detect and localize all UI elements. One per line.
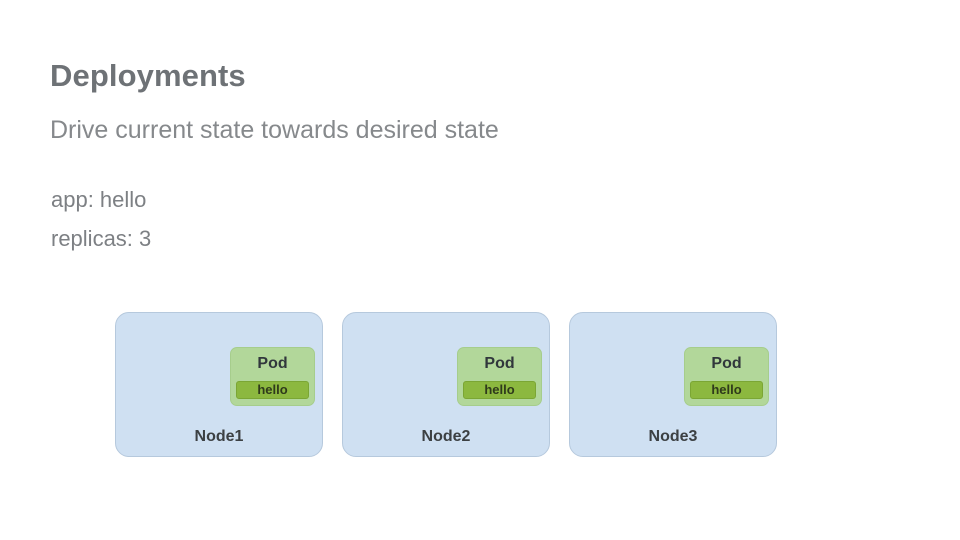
node-box-2: Pod hello Node2 <box>342 312 550 457</box>
page-title: Deployments <box>50 58 246 93</box>
pod-label-1: Pod <box>257 355 288 372</box>
container-chip-3: hello <box>690 381 763 399</box>
container-chip-label-1: hello <box>257 382 288 397</box>
pod-card-2: Pod hello <box>457 347 542 406</box>
deployment-spec-block: app: hello replicas: 3 <box>51 180 151 258</box>
pod-card-1: Pod hello <box>230 347 315 406</box>
container-chip-1: hello <box>236 381 309 399</box>
spec-line-replicas: replicas: 3 <box>51 226 152 251</box>
node-row: Pod hello Node1 Pod hello Node2 Pod hell… <box>115 312 777 457</box>
node-label-3: Node3 <box>648 428 698 445</box>
pod-label-3: Pod <box>711 355 742 372</box>
node-box-3: Pod hello Node3 <box>569 312 777 457</box>
spec-line-app: app: hello <box>51 187 147 212</box>
page-subtitle: Drive current state towards desired stat… <box>50 116 499 144</box>
node-label-1: Node1 <box>194 428 244 445</box>
pod-label-2: Pod <box>484 355 515 372</box>
node-label-2: Node2 <box>421 428 471 445</box>
container-chip-label-2: hello <box>484 382 515 397</box>
node-box-1: Pod hello Node1 <box>115 312 323 457</box>
pod-card-3: Pod hello <box>684 347 769 406</box>
container-chip-label-3: hello <box>711 382 742 397</box>
container-chip-2: hello <box>463 381 536 399</box>
